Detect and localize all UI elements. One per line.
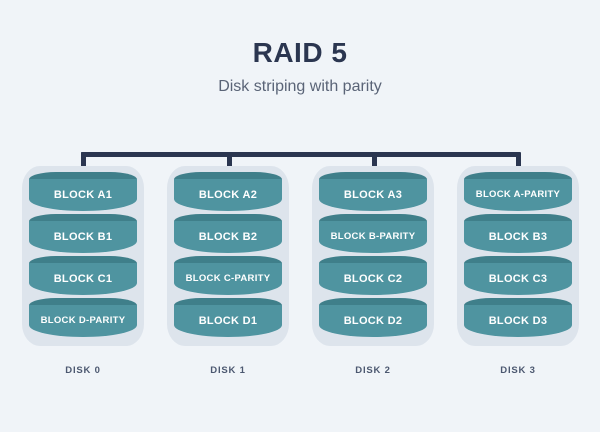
page-title: RAID 5: [252, 37, 348, 68]
block-label: BLOCK D2: [343, 315, 403, 327]
block-label: BLOCK B2: [198, 231, 258, 243]
cylinder-body: [464, 179, 572, 211]
data-block[interactable]: BLOCK A1: [29, 172, 137, 213]
cylinder-body: [174, 263, 282, 295]
parity-block[interactable]: BLOCK D-PARITY: [29, 298, 137, 339]
page-subtitle: Disk striping with parity: [218, 78, 382, 95]
data-block[interactable]: BLOCK B1: [29, 214, 137, 255]
block-label: BLOCK A-PARITY: [475, 189, 561, 200]
data-block[interactable]: BLOCK A3: [319, 172, 427, 213]
cylinder-body: [464, 263, 572, 295]
cylinder-body: [174, 305, 282, 337]
cylinder-body: [319, 263, 427, 295]
block-label: BLOCK A1: [53, 189, 113, 201]
parity-block[interactable]: BLOCK C-PARITY: [174, 256, 282, 297]
disk-blocks-1: BLOCK A2 BLOCK B2 BLOCK C-PARITY BLOCK D1: [174, 172, 282, 339]
block-label: BLOCK A2: [198, 189, 258, 201]
disk-blocks-2: BLOCK A3 BLOCK B-PARITY BLOCK C2 BLOCK D2: [319, 172, 427, 339]
cylinder-body: [174, 179, 282, 211]
block-label: BLOCK D1: [198, 315, 258, 327]
disk-label-2: DISK 2: [355, 365, 391, 376]
data-block[interactable]: BLOCK C2: [319, 256, 427, 297]
cylinder-body: [174, 221, 282, 253]
cylinder-body: [319, 179, 427, 211]
block-label: BLOCK D3: [488, 315, 548, 327]
data-block[interactable]: BLOCK C1: [29, 256, 137, 297]
data-block[interactable]: BLOCK C3: [464, 256, 572, 297]
controller-bus-bar: [81, 152, 520, 157]
data-block[interactable]: BLOCK D3: [464, 298, 572, 339]
disk-blocks-3: BLOCK A-PARITY BLOCK B3 BLOCK C3 BLOCK D3: [464, 172, 572, 339]
block-label: BLOCK B-PARITY: [330, 231, 416, 242]
block-label: BLOCK C-PARITY: [185, 273, 271, 284]
block-label: BLOCK D-PARITY: [40, 315, 126, 326]
block-label: BLOCK B3: [488, 231, 548, 243]
block-label: BLOCK C2: [343, 273, 403, 285]
disk-blocks-0: BLOCK A1 BLOCK B1 BLOCK C1 BLOCK D-PARITY: [29, 172, 137, 339]
block-label: BLOCK B1: [53, 231, 113, 243]
cylinder-body: [319, 221, 427, 253]
data-block[interactable]: BLOCK D2: [319, 298, 427, 339]
block-label: BLOCK A3: [343, 189, 403, 201]
disk-label-0: DISK 0: [65, 365, 101, 376]
block-label: BLOCK C3: [488, 273, 548, 285]
cylinder-body: [464, 221, 572, 253]
parity-block[interactable]: BLOCK B-PARITY: [319, 214, 427, 255]
disk-label-3: DISK 3: [500, 365, 536, 376]
cylinder-body: [29, 221, 137, 253]
cylinder-body: [319, 305, 427, 337]
data-block[interactable]: BLOCK D1: [174, 298, 282, 339]
parity-block[interactable]: BLOCK A-PARITY: [464, 172, 572, 213]
block-label: BLOCK C1: [53, 273, 113, 285]
data-block[interactable]: BLOCK A2: [174, 172, 282, 213]
cylinder-body: [29, 305, 137, 337]
diagram-header: RAID 5 Disk striping with parity: [0, 36, 600, 98]
data-block[interactable]: BLOCK B2: [174, 214, 282, 255]
disk-label-1: DISK 1: [210, 365, 246, 376]
cylinder-body: [29, 179, 137, 211]
data-block[interactable]: BLOCK B3: [464, 214, 572, 255]
cylinder-body: [29, 263, 137, 295]
cylinder-body: [464, 305, 572, 337]
